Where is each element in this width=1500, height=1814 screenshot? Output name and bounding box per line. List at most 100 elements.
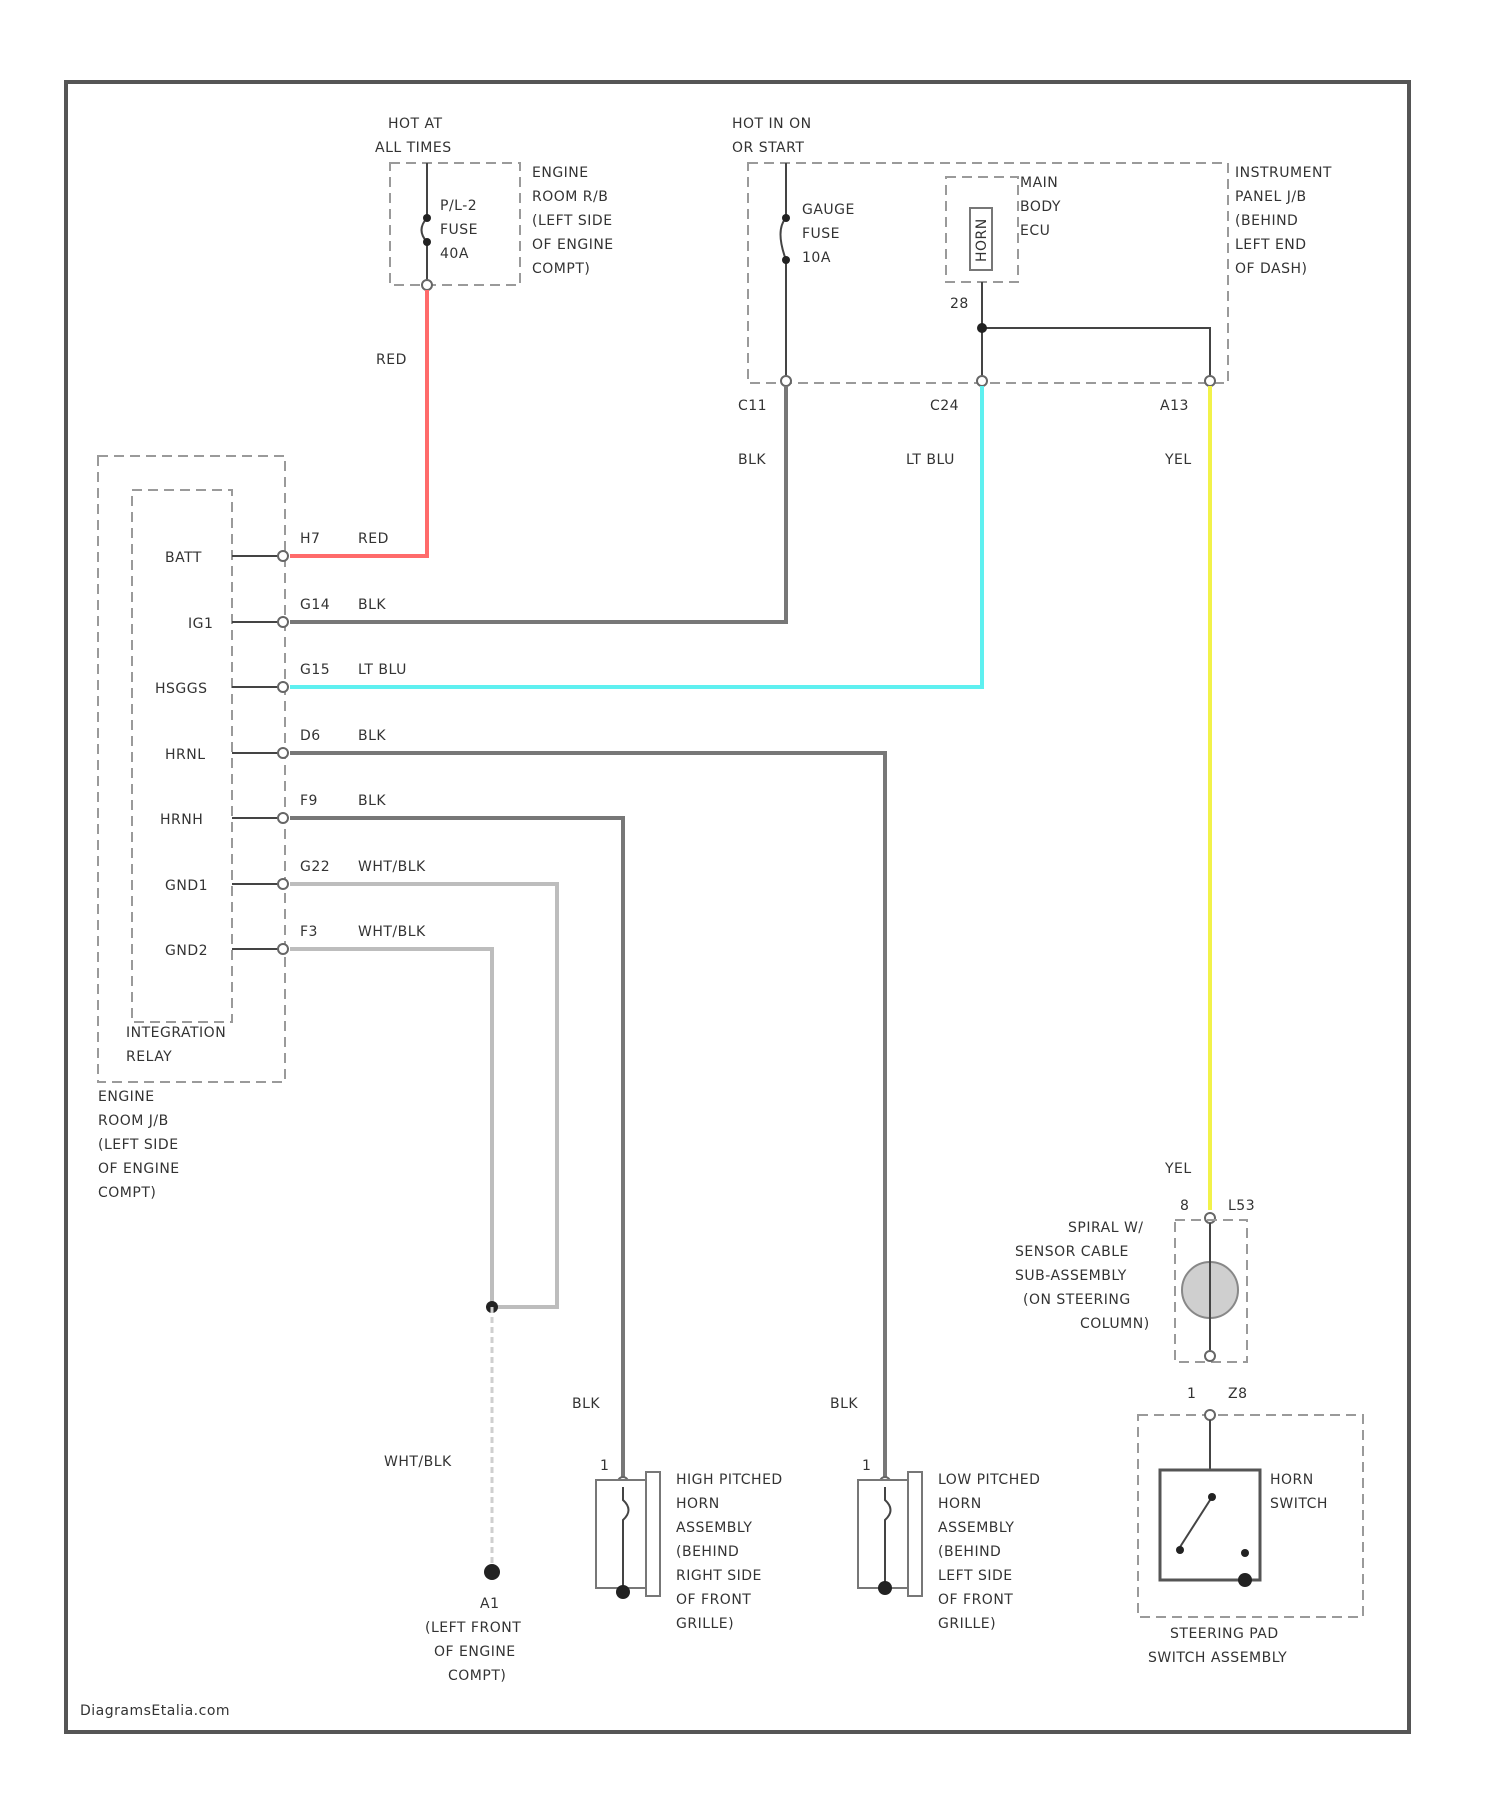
relay-pin-gnd1-conn: G22 [300, 859, 330, 875]
horn-switch-label-2: SWITCH [1270, 1496, 1328, 1512]
high-horn-pin-label: 1 [600, 1458, 609, 1474]
relay-pin-batt-wire: RED [358, 531, 389, 547]
relay-pin-hrnh-name: HRNH [160, 812, 203, 828]
low-horn-label-2: HORN [938, 1496, 982, 1512]
hot-in-on-label-2: OR START [732, 140, 804, 156]
main-body-ecu-label-1: MAIN [1020, 175, 1058, 191]
high-horn-label-4: (BEHIND [676, 1544, 739, 1560]
relay-pin-hrnl-conn: D6 [300, 728, 321, 744]
low-horn-body [858, 1480, 908, 1588]
z8-label: Z8 [1228, 1386, 1248, 1402]
ground-a1-label-2: (LEFT FRONT [425, 1620, 521, 1636]
relay-pin-gnd2: GND2 F3 WHT/BLK [165, 924, 426, 959]
yel-wire-vertical-label: YEL [1164, 452, 1192, 468]
blk-wire-hrnh [290, 818, 623, 1478]
relay-pin-gnd1-name: GND1 [165, 878, 208, 894]
relay-pin-hrnh-wire: BLK [358, 793, 386, 809]
red-wire [290, 290, 427, 556]
steering-pad-assembly: HORN SWITCH STEERING PAD SWITCH ASSEMBLY [1138, 1410, 1363, 1666]
low-horn-bell [908, 1472, 922, 1596]
spiral-label-3: SUB-ASSEMBLY [1015, 1268, 1127, 1284]
relay-pin-hrnh-terminal [278, 813, 288, 823]
relay-pin-hsggs-name: HSGGS [155, 681, 208, 697]
horn-switch-pivot [1208, 1493, 1216, 1501]
high-horn-label-5: RIGHT SIDE [676, 1568, 762, 1584]
high-horn-label-1: HIGH PITCHED [676, 1472, 783, 1488]
gauge-fuse-word: FUSE [802, 226, 840, 242]
gauge-fuse-name: GAUGE [802, 202, 855, 218]
pfl-fuse-dot-top [423, 214, 431, 222]
c24-label: C24 [930, 398, 959, 414]
c11-label: C11 [738, 398, 767, 414]
blk-wire-high-horn-label: BLK [572, 1396, 600, 1412]
spiral-label-2: SENSOR CABLE [1015, 1244, 1129, 1260]
horn-switch-arm [1180, 1497, 1212, 1547]
relay-pin-hsggs-conn: G15 [300, 662, 330, 678]
steering-pad-box [1138, 1415, 1363, 1617]
low-horn-ground-dot [878, 1581, 892, 1595]
relay-pin-gnd2-terminal [278, 944, 288, 954]
low-horn-label-3: ASSEMBLY [938, 1520, 1014, 1536]
engine-room-rb-label-5: COMPT) [532, 261, 590, 277]
low-horn-label-1: LOW PITCHED [938, 1472, 1040, 1488]
relay-pin-batt-terminal [278, 551, 288, 561]
engine-room-jb-label-2: ROOM J/B [98, 1113, 169, 1129]
steering-pad-terminal [1205, 1410, 1215, 1420]
pfl-fuse-terminal [422, 280, 432, 290]
pfl-fuse-dot-bottom [423, 238, 431, 246]
engine-room-jb-label-4: OF ENGINE [98, 1161, 180, 1177]
main-body-ecu-label-3: ECU [1020, 223, 1050, 239]
hot-at-all-times-label-1: HOT AT [388, 116, 443, 132]
relay-pin-ig1-wire: BLK [358, 597, 386, 613]
lt-blu-wire [290, 386, 982, 687]
spiral-cable: 8 L53 SPIRAL W/ SENSOR CABLE SUB-ASSEMBL… [1015, 1198, 1255, 1402]
relay-pin-hrnh: HRNH F9 BLK [160, 793, 386, 828]
relay-pin-hrnl: HRNL D6 BLK [165, 728, 386, 763]
relay-pin-batt-conn: H7 [300, 531, 320, 547]
lt-blu-wire-vertical-label: LT BLU [906, 452, 955, 468]
pin-28-label: 28 [950, 296, 969, 312]
relay-pin-gnd1-terminal [278, 879, 288, 889]
integration-relay-label-1: INTEGRATION [126, 1025, 226, 1041]
engine-room-jb-label-3: (LEFT SIDE [98, 1137, 179, 1153]
spiral-label-5: COLUMN) [1080, 1316, 1150, 1332]
watermark: DiagramsEtalia.com [80, 1703, 230, 1719]
relay-pin-hrnl-terminal [278, 748, 288, 758]
ground-a1-label-4: COMPT) [448, 1668, 506, 1684]
relay-pin-hrnl-name: HRNL [165, 747, 206, 763]
instrument-panel-jb-label-3: (BEHIND [1235, 213, 1298, 229]
pin-1-bottom-label: 1 [1187, 1386, 1196, 1402]
red-wire-vertical-label: RED [376, 352, 407, 368]
relay-pin-gnd2-name: GND2 [165, 943, 208, 959]
relay-pin-gnd1: GND1 G22 WHT/BLK [165, 859, 426, 894]
blk-wire-ig1 [290, 386, 786, 622]
l53-label: L53 [1228, 1198, 1255, 1214]
low-horn-label-5: LEFT SIDE [938, 1568, 1013, 1584]
high-horn-ground-dot [616, 1585, 630, 1599]
c24-terminal [977, 376, 987, 386]
instrument-panel-jb-label-1: INSTRUMENT [1235, 165, 1332, 181]
spiral-bottom-terminal [1205, 1351, 1215, 1361]
blk-wire-low-horn-label: BLK [830, 1396, 858, 1412]
horn-switch-contact-b [1241, 1549, 1249, 1557]
high-horn-body [596, 1480, 646, 1588]
ground-a1-label-3: OF ENGINE [434, 1644, 516, 1660]
a13-label: A13 [1160, 398, 1189, 414]
gauge-fuse-amps: 10A [802, 250, 831, 266]
relay-pin-hsggs-terminal [278, 682, 288, 692]
steering-pad-label-2: SWITCH ASSEMBLY [1148, 1650, 1287, 1666]
main-body-ecu-label-2: BODY [1020, 199, 1061, 215]
low-pitched-horn: 1 LOW PITCHED HORN ASSEMBLY (BEHIND LEFT… [858, 1458, 1040, 1632]
high-pitched-horn: 1 HIGH PITCHED HORN ASSEMBLY (BEHIND RIG… [596, 1458, 783, 1632]
relay-pin-batt-name: BATT [165, 550, 202, 566]
relay-pin-ig1-name: IG1 [188, 616, 213, 632]
gauge-fuse-symbol [781, 163, 787, 376]
hot-at-all-times-label-2: ALL TIMES [375, 140, 452, 156]
high-horn-label-2: HORN [676, 1496, 720, 1512]
engine-room-jb-label-5: COMPT) [98, 1185, 156, 1201]
relay-pin-ig1-terminal [278, 617, 288, 627]
high-horn-label-6: OF FRONT [676, 1592, 751, 1608]
instrument-panel-jb-label-2: PANEL J/B [1235, 189, 1307, 205]
relay-pin-ig1-conn: G14 [300, 597, 330, 613]
